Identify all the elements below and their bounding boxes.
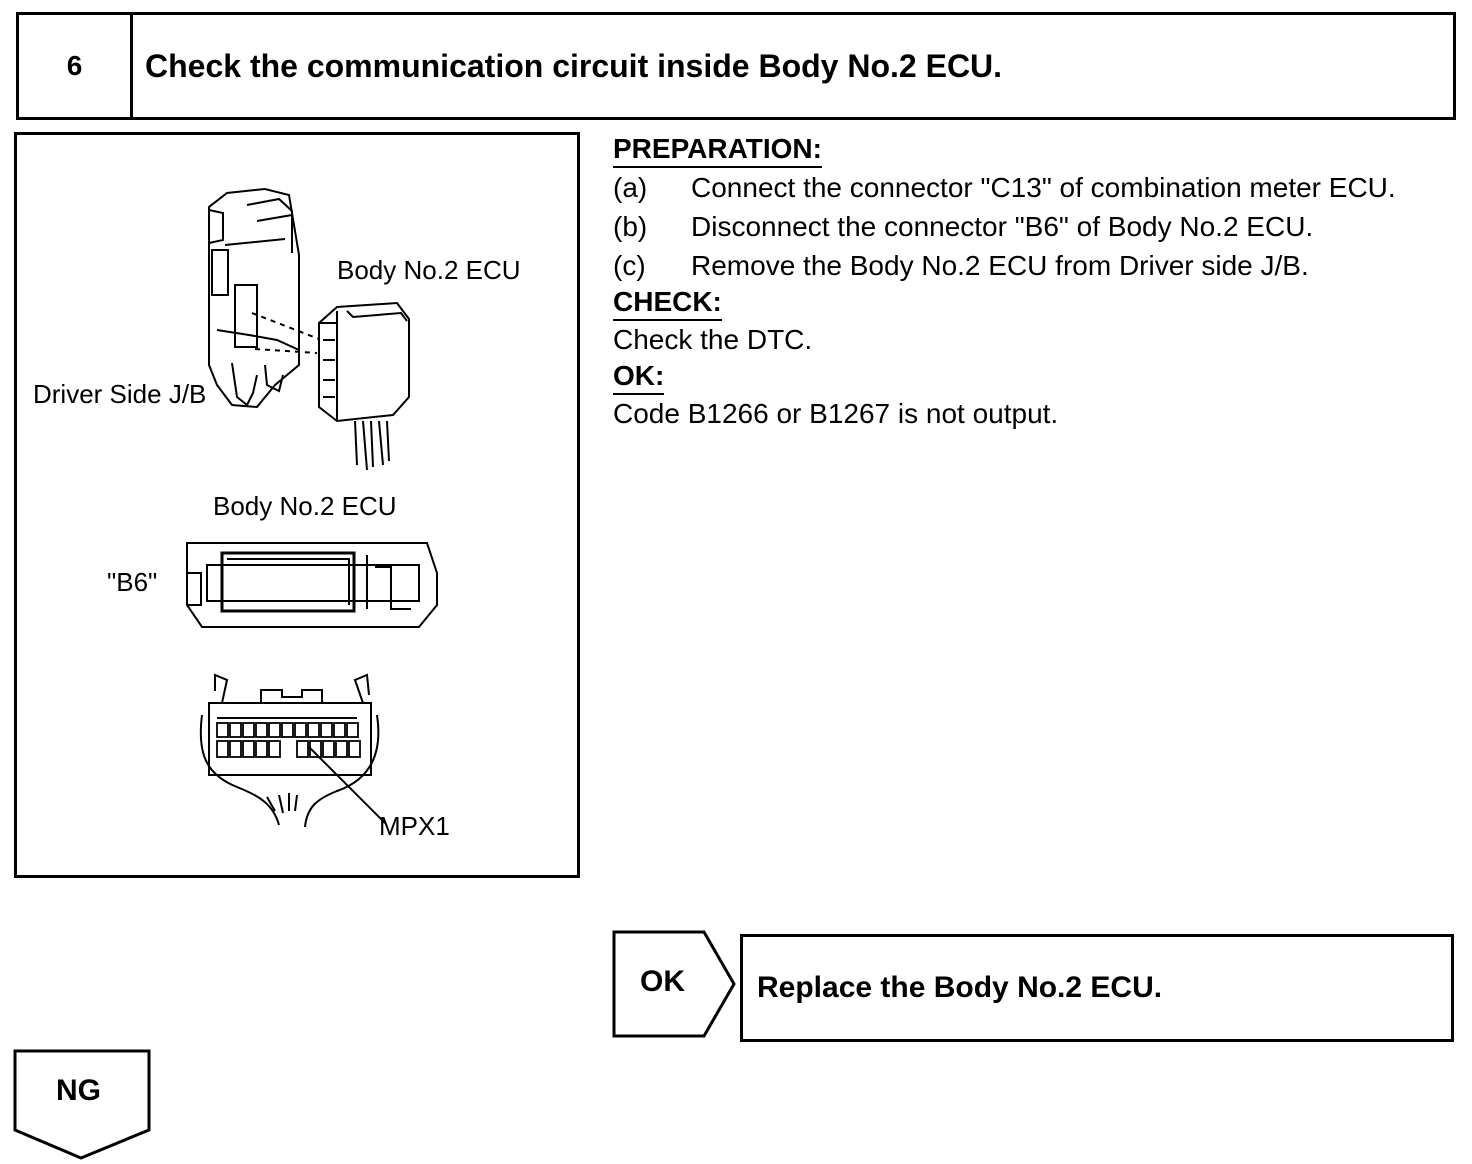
ng-arrow-shape bbox=[13, 1049, 151, 1160]
label-driver-side-jb: Driver Side J/B bbox=[33, 379, 207, 409]
prep-step: (c) Remove the Body No.2 ECU from Driver… bbox=[613, 246, 1463, 285]
ng-label: NG bbox=[56, 1074, 101, 1107]
ecu-illustration bbox=[186, 187, 438, 828]
prep-step-key: (b) bbox=[613, 211, 648, 242]
result-box: Replace the Body No.2 ECU. bbox=[740, 934, 1454, 1042]
label-mpx1: MPX1 bbox=[379, 811, 450, 841]
prep-step: (a) Connect the connector "C13" of combi… bbox=[613, 168, 1463, 207]
step-number: 6 bbox=[19, 15, 133, 117]
check-heading: CHECK: bbox=[613, 285, 722, 321]
step-header: 6 Check the communication circuit inside… bbox=[16, 12, 1456, 120]
prep-step-text: Connect the connector "C13" of combinati… bbox=[691, 172, 1396, 203]
wiring-figure: Body No.2 ECU Driver Side J/B Body No.2 … bbox=[14, 132, 580, 878]
label-connector-b6: "B6" bbox=[107, 567, 158, 597]
instructions: PREPARATION: (a) Connect the connector "… bbox=[613, 132, 1463, 433]
prep-step-text: Disconnect the connector "B6" of Body No… bbox=[691, 211, 1314, 242]
ok-arrow-shape bbox=[612, 930, 736, 1038]
label-body-ecu-top: Body No.2 ECU bbox=[337, 255, 521, 285]
result-action: Replace the Body No.2 ECU. bbox=[757, 971, 1163, 1004]
prep-step-key: (c) bbox=[613, 250, 646, 281]
step-title: Check the communication circuit inside B… bbox=[145, 47, 1003, 84]
ok-heading: OK: bbox=[613, 359, 665, 395]
label-body-ecu-mid: Body No.2 ECU bbox=[213, 491, 397, 521]
check-text: Check the DTC. bbox=[613, 324, 813, 355]
prep-step-key: (a) bbox=[613, 172, 648, 203]
ok-label: OK bbox=[640, 965, 685, 998]
prep-step-text: Remove the Body No.2 ECU from Driver sid… bbox=[691, 250, 1309, 281]
ok-text: Code B1266 or B1267 is not output. bbox=[613, 398, 1059, 429]
prep-step: (b) Disconnect the connector "B6" of Bod… bbox=[613, 207, 1463, 246]
preparation-heading: PREPARATION: bbox=[613, 132, 822, 168]
